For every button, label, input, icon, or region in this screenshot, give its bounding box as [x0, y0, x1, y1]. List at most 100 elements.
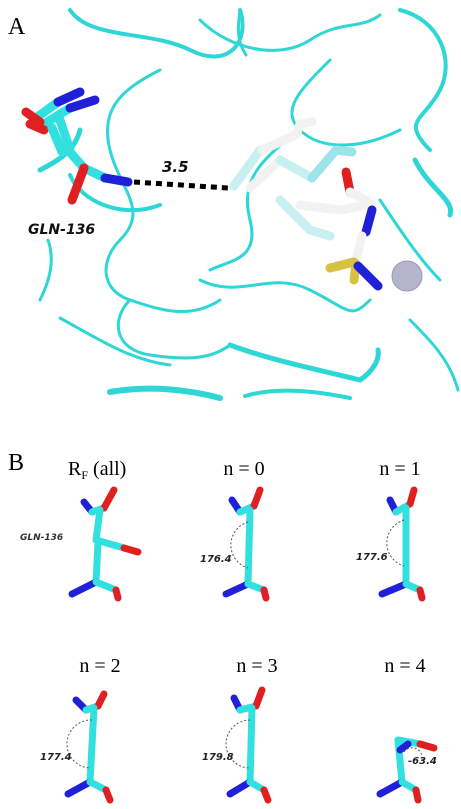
cell-n1-structure	[378, 486, 426, 602]
oxygen-bond	[260, 586, 270, 602]
cell-title-n3: n = 3	[236, 655, 277, 677]
carbon-bond	[39, 103, 75, 129]
carbon-bond	[244, 506, 254, 588]
cell-n4-structure	[376, 736, 438, 804]
oxygen-bond	[416, 740, 438, 752]
ribbon-segment	[58, 316, 172, 367]
cell-n2-structure	[64, 690, 114, 804]
ligand-bond	[275, 195, 315, 235]
ribbon-segment	[408, 318, 460, 392]
oxygen-bond	[406, 486, 418, 508]
nitrogen-bond	[376, 778, 406, 798]
angle-arc	[66, 719, 93, 769]
ribbon-segment	[208, 128, 302, 272]
ribbon-segment	[105, 68, 162, 242]
ribbon-segment	[107, 385, 223, 401]
oxygen-bond	[102, 786, 114, 804]
oxygen-bond	[250, 486, 264, 510]
nitrogen-bond	[100, 173, 133, 187]
hydrogen-bond-dashes	[133, 179, 229, 191]
ribbon-segment	[412, 157, 454, 218]
nitrogen-bond	[226, 778, 254, 798]
oxygen-bond	[120, 544, 142, 556]
sulfur-bond	[325, 257, 359, 273]
nitrogen-bond	[353, 261, 383, 291]
carbon-bond	[55, 115, 75, 155]
angle-arc	[403, 747, 423, 757]
cell-title-n0: n = 0	[223, 458, 264, 480]
cell-title-n1: n = 1	[379, 458, 420, 480]
ribbon-segment	[357, 347, 381, 383]
ligand-bond	[257, 130, 301, 155]
nitrogen-bond	[65, 95, 100, 113]
panel-a	[21, 8, 461, 401]
angle-arc	[230, 521, 249, 569]
cell-title-n4: n = 4	[384, 655, 425, 677]
ligand-bond	[331, 145, 357, 157]
ligand-bond	[245, 155, 285, 193]
oxygen-bond	[252, 686, 266, 710]
panel-b-letter: B	[8, 450, 24, 476]
cell-rf-all-structure	[68, 486, 142, 602]
panel-a-background	[38, 8, 461, 400]
ribbon-segment	[198, 13, 382, 52]
angle-label-n3: 179.8	[202, 752, 234, 763]
angle-label-n1: 177.6	[356, 552, 388, 563]
ribbon-segment	[68, 8, 245, 59]
carbon-bond	[92, 578, 120, 594]
panel-a-letter: A	[8, 14, 26, 40]
angle-label-n0: 176.4	[200, 554, 232, 565]
title-subscript: F	[81, 468, 88, 482]
nitrogen-bond	[64, 778, 94, 798]
carbon-bond	[86, 704, 98, 786]
nitrogen-bond	[396, 740, 412, 754]
ribbon-segment	[243, 388, 352, 400]
oxygen-bond	[67, 163, 89, 205]
angle-label-n4: -63.4	[408, 756, 437, 767]
ligand-bond	[229, 145, 265, 191]
ribbon-segment	[398, 8, 448, 152]
metal-ion-sphere	[391, 260, 423, 292]
ligand-bond	[295, 200, 345, 215]
angle-arc	[386, 519, 405, 567]
oxygen-bond	[416, 586, 426, 602]
distance-label: 3.5	[162, 158, 189, 176]
ligand-sticks	[229, 117, 383, 291]
ribbon-segment	[227, 342, 363, 383]
cell-title-rf-all: RF (all)	[68, 458, 126, 482]
nitrogen-bond	[361, 205, 377, 237]
ligand-bond	[307, 145, 341, 183]
title-main: R	[68, 458, 82, 480]
oxygen-bond	[412, 786, 422, 804]
ligand-bond	[305, 225, 335, 241]
ligand-bond	[335, 199, 377, 215]
title-rest: (all)	[88, 458, 126, 480]
ribbon-segment	[378, 198, 442, 282]
nitrogen-bond	[378, 580, 410, 598]
ribbon-segment	[198, 278, 372, 313]
oxygen-bond	[260, 786, 272, 804]
gln-136-sticks	[21, 87, 133, 205]
angle-label-n2: 177.4	[40, 752, 72, 763]
ribbon-segment	[38, 238, 53, 302]
cell-n3-structure	[226, 686, 272, 804]
cell-residue-label: GLN-136	[20, 533, 63, 543]
carbon-bond	[92, 506, 104, 544]
oxygen-bond	[100, 486, 118, 512]
nitrogen-bond	[222, 580, 252, 598]
ligand-bond	[295, 117, 317, 129]
oxygen-bond	[112, 586, 122, 602]
carbon-bond	[92, 538, 102, 586]
cell-title-n2: n = 2	[79, 655, 120, 677]
oxygen-bond	[25, 119, 49, 135]
cell-n0-structure	[222, 486, 270, 602]
ligand-bond	[345, 187, 371, 205]
nitrogen-bond	[68, 578, 100, 598]
ribbon-segment	[236, 8, 248, 57]
oxygen-bond	[21, 107, 45, 127]
oxygen-bond	[94, 690, 108, 710]
ligand-bond	[351, 231, 367, 265]
ribbon-segment	[116, 298, 232, 360]
carbon-bond	[246, 704, 256, 786]
